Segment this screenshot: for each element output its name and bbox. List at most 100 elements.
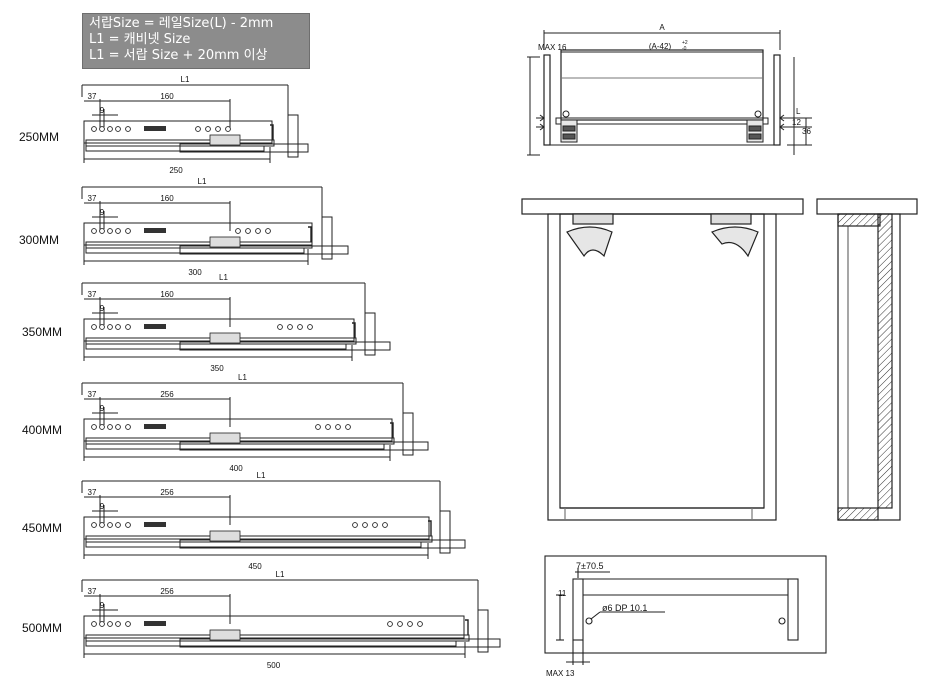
size-label-250: 250MM [19, 130, 60, 144]
rail-pitch-label: 160 [160, 194, 174, 203]
rail-hole-label: 9 [100, 404, 105, 413]
formula-line-1: 서랍Size = 레일Size(L) - 2mm [89, 16, 274, 31]
size-label-300: 300MM [19, 233, 60, 247]
front-dim-tol-plus: +2 [682, 40, 688, 46]
mounting-hole [362, 522, 368, 528]
detail-dim-offset: 7±70.5 [576, 561, 603, 571]
mounting-hole [335, 424, 341, 430]
front-dim-max: MAX 16 [538, 43, 567, 52]
size-label-400: 400MM [22, 423, 63, 437]
mounting-hole [125, 228, 131, 234]
mounting-hole [225, 126, 231, 132]
mounting-hole [417, 621, 423, 627]
rail-pitch-label: 256 [160, 488, 174, 497]
brand-mark [144, 126, 166, 131]
mounting-hole [107, 424, 113, 430]
brand-mark [144, 522, 166, 527]
rail-l1-label: L1 [276, 570, 285, 579]
mounting-hole [115, 522, 121, 528]
mounting-hole [99, 621, 105, 627]
rail-length-label: 450 [248, 562, 262, 571]
mounting-hole [91, 324, 97, 330]
mounting-hole [115, 228, 121, 234]
front-dim-inner: (A-42) [649, 42, 672, 51]
rail-hole-label: 9 [100, 208, 105, 217]
detail-dim-hole: ø6 DP 10.1 [602, 603, 647, 613]
rail-variant [81, 282, 391, 361]
rail-variant [81, 480, 466, 559]
mounting-hole [91, 621, 97, 627]
mounting-hole [307, 324, 313, 330]
brand-mark [144, 324, 166, 329]
mounting-hole [397, 621, 403, 627]
mounting-hole [125, 522, 131, 528]
mounting-hole [352, 522, 358, 528]
rail-hole-label: 9 [100, 601, 105, 610]
size-label-500: 500MM [22, 621, 63, 635]
front-view [527, 30, 812, 156]
mounting-hole [195, 126, 201, 132]
mounting-hole [99, 228, 105, 234]
brand-mark [144, 621, 166, 626]
rail-clip [209, 134, 241, 146]
mounting-hole [107, 228, 113, 234]
rail-offset-label: 37 [88, 390, 97, 399]
rail-clip [209, 332, 241, 344]
mounting-hole [407, 621, 413, 627]
mounting-hole [91, 126, 97, 132]
rail-clip [209, 530, 241, 542]
rail-clip [209, 236, 241, 248]
rail-length-label: 500 [267, 661, 281, 670]
rail-pitch-label: 256 [160, 587, 174, 596]
rail-variant [81, 84, 309, 163]
rail-offset-label: 37 [88, 92, 97, 101]
detail-dim-height: 11 [558, 589, 567, 598]
rail-variant [81, 382, 429, 461]
rail-hole-label: 9 [100, 502, 105, 511]
mounting-hole [99, 126, 105, 132]
bottom-detail-view [544, 555, 827, 665]
front-dim-12: 12 [792, 118, 801, 127]
rail-variant [81, 579, 501, 658]
rail-length-label: 350 [210, 364, 224, 373]
rail-offset-label: 37 [88, 290, 97, 299]
mounting-hole [91, 228, 97, 234]
formula-box: 서랍Size = 레일Size(L) - 2mm L1 = 캐비넷 Size L… [82, 13, 310, 69]
mounting-hole [115, 324, 121, 330]
formula-line-3: L1 = 서랍 Size + 20mm 이상 [89, 48, 268, 63]
mounting-hole [99, 424, 105, 430]
size-label-450: 450MM [22, 521, 63, 535]
cabinet-side-view [816, 198, 918, 521]
formula-line-2: L1 = 캐비넷 Size [89, 32, 191, 47]
mounting-hole [107, 522, 113, 528]
mounting-hole [382, 522, 388, 528]
cabinet-front-view [521, 198, 804, 521]
rail-variant [81, 186, 349, 265]
mounting-hole [107, 324, 113, 330]
mounting-hole [115, 424, 121, 430]
mounting-hole [115, 126, 121, 132]
mounting-hole [107, 621, 113, 627]
rail-l1-label: L1 [257, 471, 266, 480]
mounting-hole [91, 522, 97, 528]
rail-hole-label: 9 [100, 106, 105, 115]
rail-l1-label: L1 [181, 75, 190, 84]
mounting-hole [387, 621, 393, 627]
rail-pitch-label: 160 [160, 290, 174, 299]
mounting-hole [265, 228, 271, 234]
mounting-hole [287, 324, 293, 330]
rail-offset-label: 37 [88, 194, 97, 203]
rail-clip [209, 432, 241, 444]
rail-pitch-label: 160 [160, 92, 174, 101]
rail-length-label: 400 [229, 464, 243, 473]
mounting-hole [297, 324, 303, 330]
mounting-hole [125, 424, 131, 430]
mounting-hole [205, 126, 211, 132]
mounting-hole [345, 424, 351, 430]
rail-hole-label: 9 [100, 304, 105, 313]
detail-dim-max: MAX 13 [546, 669, 575, 678]
rail-length-label: 300 [188, 268, 202, 277]
mounting-hole [315, 424, 321, 430]
mounting-hole [277, 324, 283, 330]
size-label-350: 350MM [22, 325, 63, 339]
